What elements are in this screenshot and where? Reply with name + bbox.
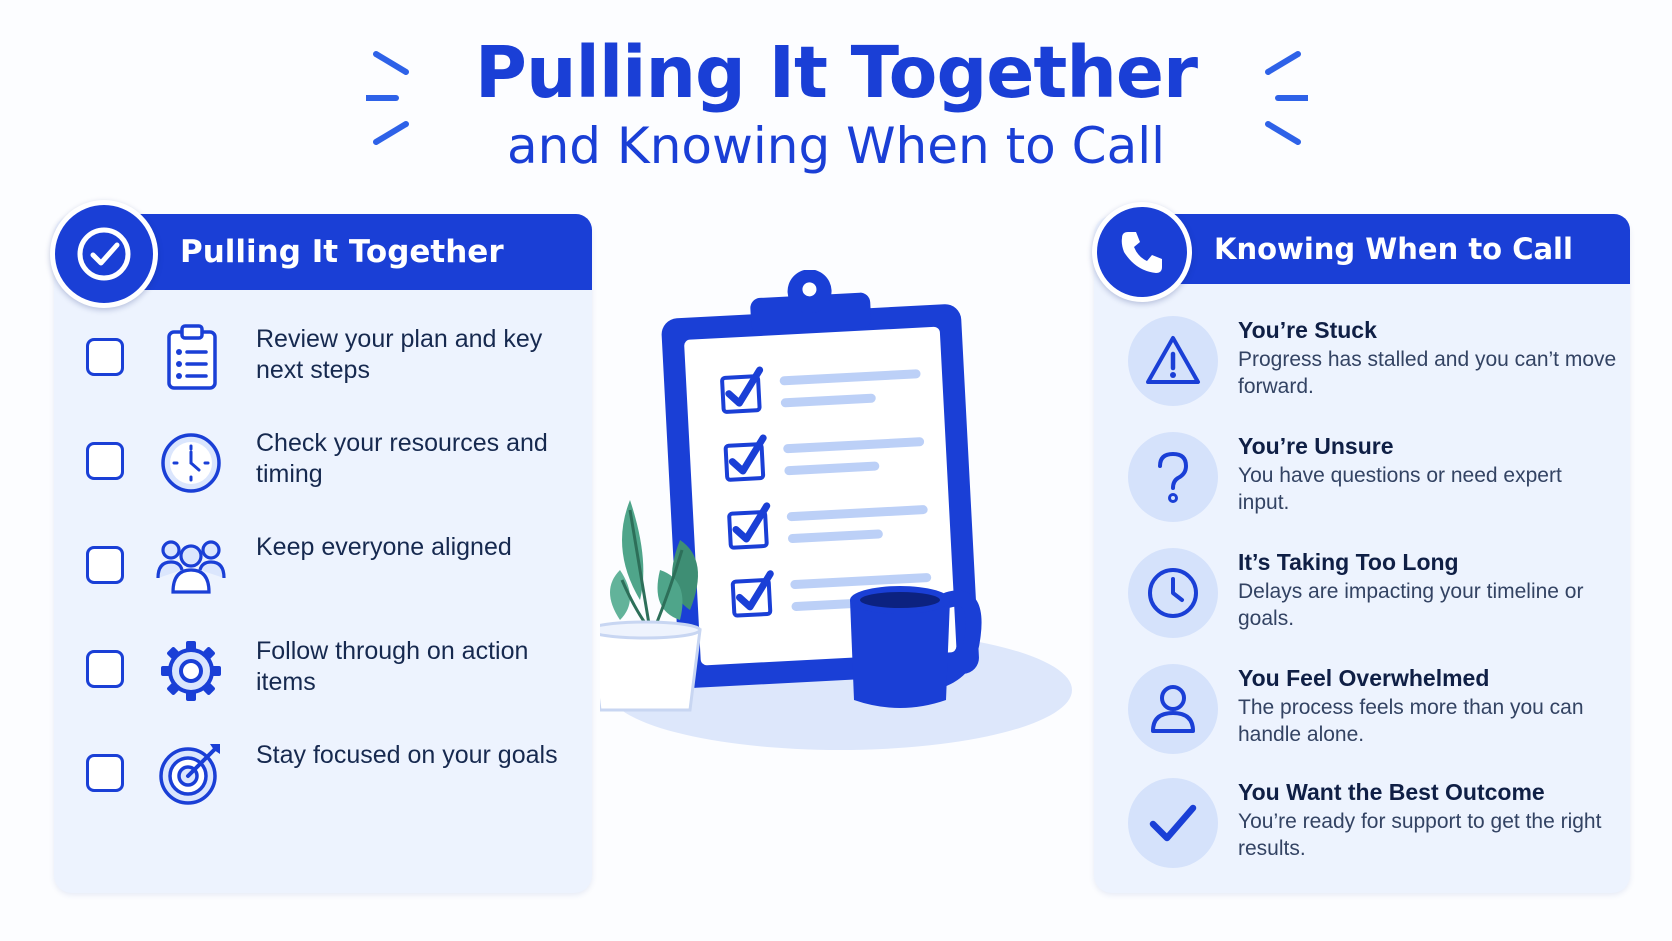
call-reason-title: You Want the Best Outcome: [1238, 779, 1545, 805]
check-circle-icon: [50, 200, 158, 308]
warning-icon: [1128, 316, 1218, 406]
list-item: Stay focused on your goals: [54, 726, 592, 826]
when-to-call-header: Knowing When to Call: [1170, 214, 1630, 284]
call-reason-title: You Feel Overwhelmed: [1238, 665, 1490, 691]
list-item-text: Follow through on action items: [256, 637, 529, 696]
call-reason-title: It’s Taking Too Long: [1238, 549, 1459, 575]
checkbox[interactable]: [86, 546, 124, 584]
checkbox[interactable]: [86, 650, 124, 688]
call-reason-desc: Progress has stalled and you can’t move …: [1238, 348, 1617, 398]
list-item: You’re Unsure You have questions or need…: [1094, 432, 1630, 542]
page-heading: Pulling It Together and Knowing When to …: [0, 28, 1672, 174]
list-item: It’s Taking Too Long Delays are impactin…: [1094, 548, 1630, 658]
list-item: Follow through on action items: [54, 622, 592, 722]
call-reason-desc: Delays are impacting your timeline or go…: [1238, 580, 1584, 630]
page-title: Pulling It Together: [474, 31, 1198, 114]
call-reason-desc: You’re ready for support to get the righ…: [1238, 810, 1602, 860]
call-reason-title: You’re Stuck: [1238, 317, 1377, 343]
burst-lines-left-icon: [366, 51, 409, 145]
checkbox[interactable]: [86, 442, 124, 480]
list-item-text: Review your plan and key next steps: [256, 325, 543, 384]
list-item-text: Stay focused on your goals: [256, 741, 558, 769]
call-reason-desc: You have questions or need expert input.: [1238, 464, 1562, 514]
clipboard-checklist-icon: [600, 270, 1072, 750]
call-reason-title: You’re Unsure: [1238, 433, 1394, 459]
list-item-text: Check your resources and timing: [256, 429, 548, 488]
pulling-together-heading: Pulling It Together: [180, 234, 504, 270]
team-icon: [156, 540, 226, 594]
list-item: Check your resources and timing: [54, 414, 592, 514]
checkbox[interactable]: [86, 338, 124, 376]
gear-icon: [161, 641, 221, 701]
pulling-together-header: Pulling It Together: [134, 214, 592, 290]
call-reason-desc: The process feels more than you can hand…: [1238, 696, 1584, 746]
list-item-text: Keep everyone aligned: [256, 533, 512, 561]
target-icon: [159, 744, 220, 805]
checkbox[interactable]: [86, 754, 124, 792]
burst-lines-right-icon: [1265, 51, 1308, 145]
clipboard-list-icon: [167, 324, 217, 390]
clock-icon: [161, 433, 221, 493]
person-icon: [1128, 664, 1218, 754]
question-icon: [1128, 432, 1218, 522]
list-item: You’re Stuck Progress has stalled and yo…: [1094, 316, 1630, 426]
checkmark-icon: [1128, 778, 1218, 868]
list-item: Keep everyone aligned: [54, 518, 592, 618]
when-to-call-heading: Knowing When to Call: [1214, 232, 1573, 266]
list-item: Review your plan and key next steps: [54, 310, 592, 410]
clock-icon: [1128, 548, 1218, 638]
list-item: You Feel Overwhelmed The process feels m…: [1094, 664, 1630, 774]
pulling-together-card: [54, 216, 592, 893]
phone-icon: [1092, 202, 1192, 302]
list-item: You Want the Best Outcome You’re ready f…: [1094, 778, 1630, 888]
page-subtitle: and Knowing When to Call: [506, 117, 1166, 175]
